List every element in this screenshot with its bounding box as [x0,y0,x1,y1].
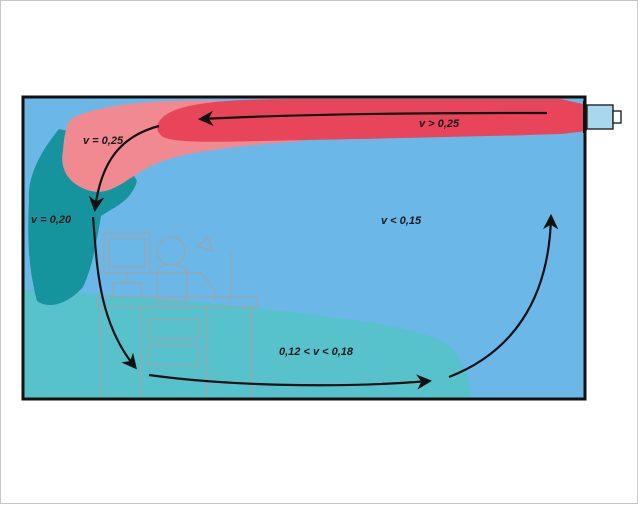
jet-core-zone [157,99,588,142]
label-corner-velocity: v = 0,25 [83,135,124,147]
airflow-arrow-rise [448,213,559,379]
room-border [21,95,587,401]
label-center-velocity: v < 0,15 [381,215,422,227]
airflow-arrow-floor [148,373,433,390]
air-unit [583,101,622,133]
airflow-arrow-wall [91,216,137,370]
label-occupied-velocity: 0,12 < v < 0,18 [279,346,354,358]
label-left-wall-velocity: v = 0,20 [31,214,72,226]
occupied-zone [23,289,471,399]
airflow-arrow-jet [197,110,548,127]
label-jet-velocity: v > 0,25 [419,118,460,130]
airflow-arrow-corner [88,124,160,213]
